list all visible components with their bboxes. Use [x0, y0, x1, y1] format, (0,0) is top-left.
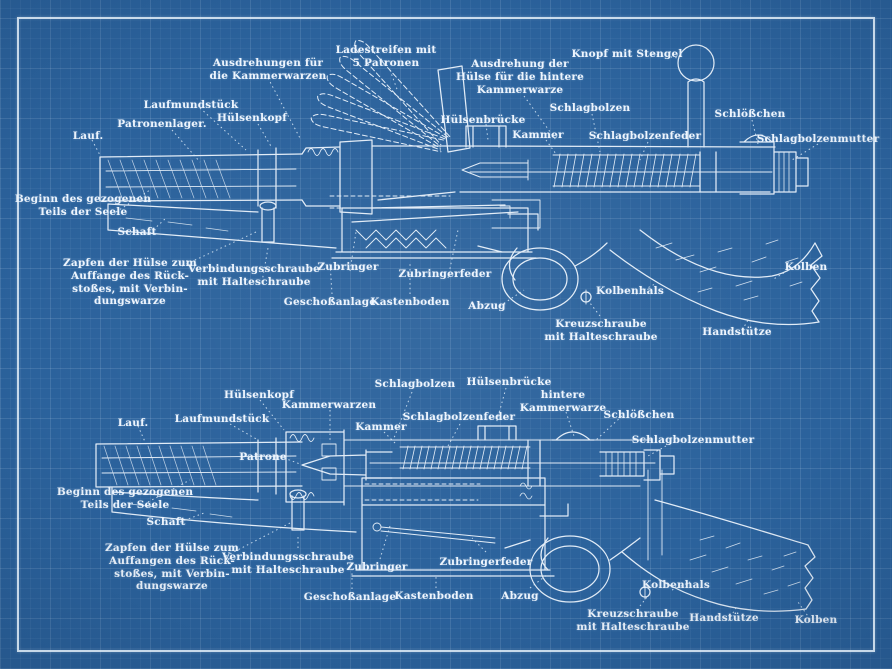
part-label: Geschoßanlage — [283, 296, 377, 308]
part-label: Zubringerfeder — [439, 556, 533, 568]
part-label: Schlößchen — [603, 409, 675, 421]
part-label: Handstütze — [689, 612, 759, 624]
part-label: Zapfen der Hülse zum Auffange des Rück- … — [62, 257, 198, 308]
part-label: Zubringer — [346, 561, 408, 573]
part-label: Patronenlager. — [117, 118, 207, 130]
leader-lines-bottom — [137, 387, 811, 622]
part-label: Schlagbolzenfeder — [588, 130, 702, 142]
part-label: Schlagbolzenfeder — [402, 411, 516, 423]
part-label: Abzug — [501, 590, 539, 602]
part-label: Zubringerfeder — [398, 268, 492, 280]
part-label: Zubringer — [317, 261, 379, 273]
leader-lines-top — [91, 53, 819, 335]
part-label: Schaft — [117, 226, 157, 238]
bottom-rifle-drawing — [95, 425, 816, 612]
part-label: Schlößchen — [714, 108, 786, 120]
part-label: hintere Kammerwarze — [519, 389, 607, 414]
part-label: Lauf. — [117, 417, 149, 429]
part-label: Ausdrehungen für die Kammerwarzen — [209, 57, 327, 82]
part-label: Zapfen der Hülse zum Auffangen des Rück-… — [104, 542, 240, 593]
part-label: Hülsenkopf — [217, 112, 287, 124]
part-label: Kolbenhals — [642, 579, 710, 591]
part-label: Laufmundstück — [143, 99, 239, 111]
part-label: Kreuzschraube mit Halteschraube — [576, 608, 690, 633]
part-label: Beginn des gezogenen Teils der Seele — [56, 486, 194, 511]
top-rifle-drawing — [99, 39, 823, 326]
part-label: Kammer — [355, 421, 407, 433]
part-label: Laufmundstück — [174, 413, 270, 425]
part-label: Knopf mit Stengel — [571, 48, 683, 60]
part-label: Ausdrehung der Hülse für die hintere Kam… — [456, 58, 584, 96]
sheet-border-frame — [17, 17, 875, 652]
part-label: Hülsenkopf — [224, 389, 294, 401]
part-label: Handstütze — [702, 326, 772, 338]
part-label: Kolbenhals — [596, 285, 664, 297]
part-label: Kammer — [512, 129, 564, 141]
part-label: Hülsenbrücke — [466, 376, 552, 388]
part-label: Schlagbolzen — [374, 378, 456, 390]
part-label: Abzug — [468, 300, 506, 312]
part-label: Kastenboden — [370, 296, 450, 308]
part-label: Kreuzschraube mit Halteschraube — [544, 318, 658, 343]
part-label: Hülsenbrücke — [440, 114, 526, 126]
part-label: Beginn des gezogenen Teils der Seele — [14, 193, 152, 218]
part-label: Patrone — [239, 451, 287, 463]
part-label: Verbindungsschraube mit Halteschraube — [222, 551, 354, 576]
part-label: Lauf. — [72, 130, 104, 142]
part-label: Kolben — [784, 261, 828, 273]
part-label: Schlagbolzen — [549, 102, 631, 114]
part-label: Schaft — [146, 516, 186, 528]
part-label: Verbindungsschraube mit Halteschraube — [188, 263, 320, 288]
part-label: Kolben — [794, 614, 838, 626]
part-label: Schlagbolzenmutter — [631, 434, 755, 446]
part-label: Kammerwarzen — [281, 399, 377, 411]
part-label: Ladestreifen mit 5 Patronen — [335, 44, 437, 69]
part-label: Kastenboden — [394, 590, 474, 602]
part-label: Geschoßanlage — [303, 591, 397, 603]
part-label: Schlagbolzenmutter — [756, 133, 880, 145]
